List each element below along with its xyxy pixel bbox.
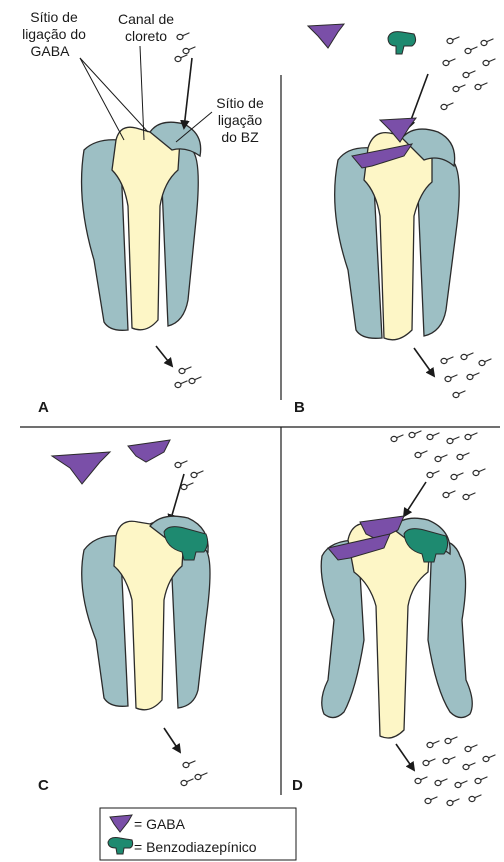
ions-out-a [175, 367, 201, 388]
free-benzodiazepine [388, 32, 416, 54]
chloride-channel-label-line1: Canal de [118, 11, 174, 27]
panel-b: B [294, 24, 495, 416]
panel-letter-b: B [294, 399, 305, 416]
ions-out-b [441, 353, 491, 398]
legend: = GABA = Benzodiazepínico [100, 808, 296, 860]
ions-out-c [181, 761, 207, 786]
gaba-site-label-line2: ligação do [22, 26, 86, 42]
gaba-site-label-line1: Sítio de [30, 9, 78, 25]
legend-bz-label: = Benzodiazepínico [134, 839, 257, 855]
free-gaba-1-c [52, 452, 110, 484]
bz-site-label-line2: ligação [218, 112, 263, 128]
ions-in-c [175, 461, 203, 490]
receptor-b [335, 129, 460, 340]
bz-site-label-line1: Sítio de [216, 95, 264, 111]
ions-in-d [391, 431, 485, 500]
panel-letter-d: D [292, 777, 303, 794]
ions-in-b [441, 37, 495, 110]
bz-site-label-line3: do BZ [221, 129, 259, 145]
ions-out-d [415, 737, 495, 806]
panel-letter-c: C [38, 777, 49, 794]
free-gaba-2-c [128, 440, 170, 462]
chloride-channel-label-line2: cloreto [125, 28, 167, 44]
ions-in-a [175, 33, 195, 62]
label-chloride-channel: Canal de cloreto [118, 11, 174, 140]
panel-a: Sítio de ligação do GABA Canal de cloret… [22, 9, 264, 416]
receptor-a [82, 122, 201, 330]
legend-gaba-label: = GABA [134, 816, 186, 832]
panel-d: D [292, 431, 495, 806]
panel-letter-a: A [38, 399, 49, 416]
panel-c: C [38, 440, 210, 794]
free-gaba [308, 24, 344, 48]
gaba-site-label-line3: GABA [31, 43, 71, 59]
